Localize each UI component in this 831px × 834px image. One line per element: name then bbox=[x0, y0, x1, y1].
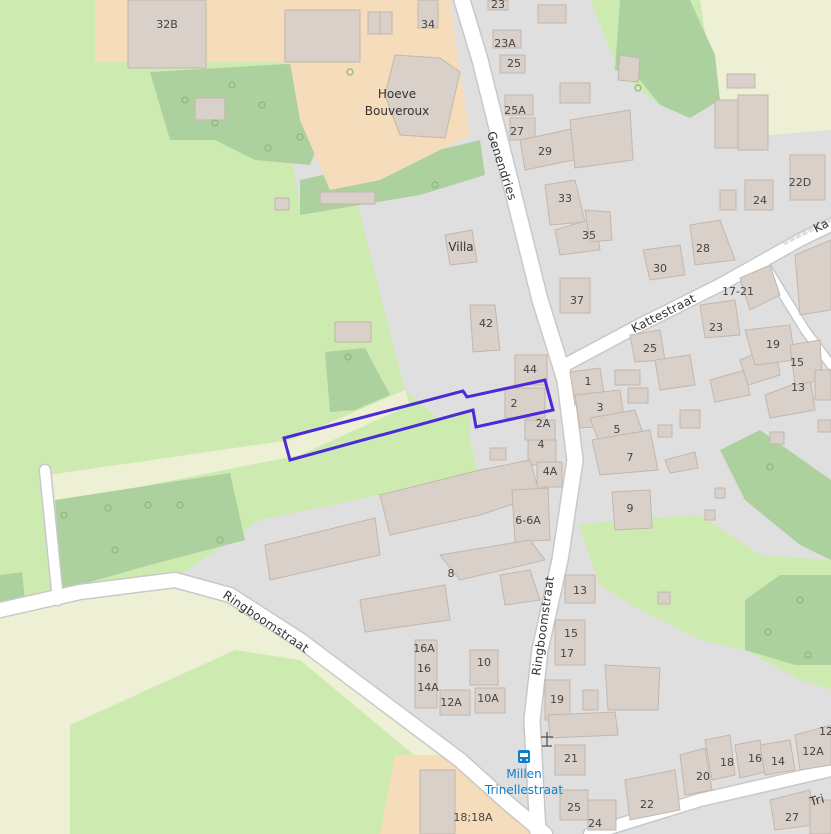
house-number: 3 bbox=[597, 401, 604, 414]
house-number: 22D bbox=[789, 176, 811, 189]
house-number: 37 bbox=[570, 294, 584, 307]
house-number: 27 bbox=[785, 811, 799, 824]
house-number: 4A bbox=[543, 465, 558, 478]
wood-area-north bbox=[150, 62, 335, 165]
house-number: 20 bbox=[696, 770, 710, 783]
house-number: 19 bbox=[550, 693, 564, 706]
house-number: 16A bbox=[413, 642, 435, 655]
house-number: 22 bbox=[640, 798, 654, 811]
hoeve-label-line2: Bouveroux bbox=[365, 104, 429, 118]
house-number: 19 bbox=[766, 338, 780, 351]
house-number: 24 bbox=[588, 817, 602, 830]
house-number: 33 bbox=[558, 192, 572, 205]
house-number: 7 bbox=[627, 451, 634, 464]
road-path-west bbox=[40, 465, 63, 605]
bus-stop-label-line2: Trinellestraat bbox=[484, 783, 563, 797]
house-number: 23 bbox=[709, 321, 723, 334]
house-number: 25 bbox=[643, 342, 657, 355]
wayside-cross-icon bbox=[541, 732, 553, 747]
bus-stop-icon[interactable] bbox=[518, 750, 530, 763]
wood-area-small bbox=[325, 348, 390, 412]
house-number: 13 bbox=[573, 584, 587, 597]
house-number: 12A bbox=[802, 745, 824, 758]
farmland-strip bbox=[48, 390, 410, 505]
house-number: 10 bbox=[477, 656, 491, 669]
house-number: 2A bbox=[536, 417, 551, 430]
farmyard-south bbox=[380, 755, 535, 834]
house-number: 28 bbox=[696, 242, 710, 255]
house-number: 18 bbox=[720, 756, 734, 769]
house-number: 25 bbox=[507, 57, 521, 70]
street-label-trinellestraat-edge: Tri bbox=[807, 792, 826, 810]
house-number: 23 bbox=[491, 0, 505, 11]
hoeve-label-line1: Hoeve bbox=[378, 87, 416, 101]
house-number: 5 bbox=[614, 423, 621, 436]
wood-area-southeast bbox=[745, 575, 831, 665]
road-side-east bbox=[761, 261, 831, 369]
wood-area-northeast bbox=[615, 0, 720, 118]
house-number: 12 bbox=[819, 725, 831, 738]
wood-area-west-edge bbox=[0, 572, 25, 605]
house-number: 16 bbox=[748, 752, 762, 765]
house-number: 10A bbox=[477, 692, 499, 705]
house-number: 13 bbox=[791, 381, 805, 394]
house-number: 25A bbox=[504, 104, 526, 117]
house-number: 42 bbox=[479, 317, 493, 330]
grass-area-west bbox=[0, 0, 480, 600]
house-number: 25 bbox=[567, 801, 581, 814]
house-number: 14 bbox=[771, 755, 785, 768]
road-genendries bbox=[454, 0, 583, 834]
villa-label: Villa bbox=[448, 240, 473, 254]
street-label-kattestraat-edge: Ka bbox=[811, 216, 831, 236]
path-kattestraat-east bbox=[783, 218, 831, 245]
road-kattestraat bbox=[559, 219, 831, 371]
road-trinellestraat bbox=[584, 764, 831, 834]
wood-area-southwest bbox=[55, 473, 245, 590]
house-number: 34 bbox=[421, 18, 435, 31]
house-number: 32B bbox=[156, 18, 178, 31]
house-number: 29 bbox=[538, 145, 552, 158]
bus-stop-label-line1: Millen bbox=[506, 767, 541, 781]
house-number: 12A bbox=[440, 696, 462, 709]
house-number: 17-21 bbox=[722, 285, 754, 298]
highlighted-parcel[interactable] bbox=[282, 378, 555, 462]
house-number: 1 bbox=[585, 375, 592, 388]
house-number: 6-6A bbox=[515, 514, 541, 527]
house-number: 23A bbox=[494, 37, 516, 50]
buildings bbox=[127, 0, 831, 834]
house-number: 27 bbox=[510, 125, 524, 138]
house-number-labels: 32B 34 23 23A 25 25A 27 29 33 35 24 22D … bbox=[156, 0, 831, 830]
house-number: 24 bbox=[753, 194, 767, 207]
house-number: 21 bbox=[564, 752, 578, 765]
house-number: 2 bbox=[511, 397, 518, 410]
bus-stop-label: Millen Trinellestraat bbox=[484, 767, 563, 797]
house-number: 16 bbox=[417, 662, 431, 675]
house-number: 30 bbox=[653, 262, 667, 275]
house-number: 8 bbox=[448, 567, 455, 580]
place-labels: Hoeve Bouveroux Villa bbox=[365, 87, 474, 254]
house-number: 15 bbox=[564, 627, 578, 640]
house-number: 14A bbox=[417, 681, 439, 694]
house-number: 17 bbox=[560, 647, 574, 660]
house-number: 15 bbox=[790, 356, 804, 369]
house-number: 9 bbox=[627, 502, 634, 515]
house-number: 44 bbox=[523, 363, 537, 376]
tree-icon bbox=[60, 68, 812, 659]
road-ringboomstraat bbox=[0, 573, 552, 834]
wood-area-east bbox=[720, 430, 831, 560]
house-number: 18;18A bbox=[453, 811, 493, 824]
house-number: 4 bbox=[538, 438, 545, 451]
house-number: 35 bbox=[582, 229, 596, 242]
grass-area-south bbox=[70, 650, 420, 834]
